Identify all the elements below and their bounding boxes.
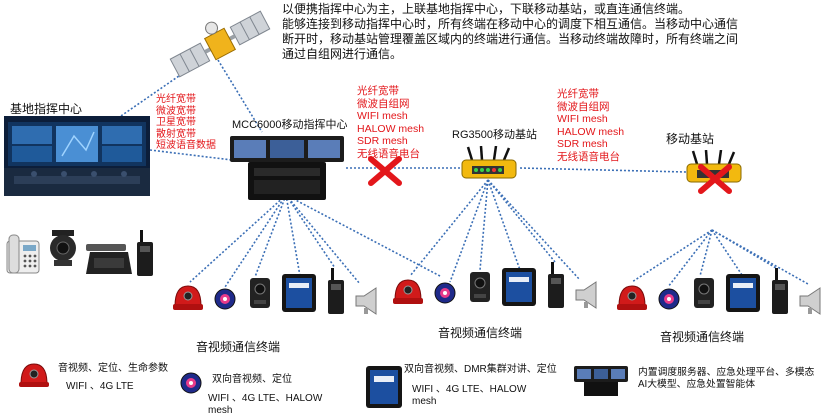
mcc-rg-label: HALOW mesh [357, 122, 425, 135]
mcc-terminal-line [285, 194, 441, 277]
rg-bs-label: 光纤宽带 [557, 88, 599, 100]
rg-label: RG3500移动基站 [452, 129, 537, 141]
uplink-label: 光纤宽带 [156, 94, 196, 105]
legend-helmet-title: 音视频、定位、生命参数 [58, 363, 168, 374]
body-camera-icon [250, 278, 270, 308]
rg-bs-label: WIFI mesh [557, 113, 608, 125]
satellite-icon [169, 10, 271, 78]
mcc-terminal-line [285, 194, 361, 285]
loudspeaker-icon [799, 287, 821, 315]
legend-server-desc: 内置调度服务器、应急处理平台、多模态AI大模型、应急处置智能体 [638, 367, 815, 390]
uplink-label: 微波宽带 [156, 105, 196, 117]
rg-bs-label: 微波自组网 [557, 100, 610, 113]
legend-dual-net: WIFI 、4G LTE、HALOW mesh [208, 393, 323, 416]
mcc-terminal-line [285, 194, 301, 277]
description-block: 以便携指挥中心为主，上联基地指挥中心，下联移动基站，或直连通信终端。 能够连接到… [282, 2, 827, 62]
command-center-image [4, 116, 150, 196]
rg-terminal-line [487, 179, 521, 271]
body-camera-icon [470, 272, 490, 302]
bs-terminal-line [711, 229, 743, 276]
mcc-terminal-line [285, 194, 336, 269]
rg-bs-label: SDR mesh [557, 138, 608, 150]
dual-video-badge-icon [214, 288, 236, 310]
server-console-icon [574, 366, 628, 396]
loudspeaker-icon [575, 281, 597, 309]
rg3500-basestation-icon [461, 146, 517, 179]
mcc-rg-label: 无线语音电台 [357, 147, 420, 160]
handheld-radio-icon [548, 262, 564, 308]
rg-bs-labels: 光纤宽带 微波自组网 WIFI mesh HALOW mesh SDR mesh… [557, 88, 624, 163]
legend-dual-title: 双向音视频、定位 [212, 374, 292, 385]
bs-terminal-line [667, 229, 713, 288]
rg-terminal-line [449, 179, 489, 283]
uplink-label: 短波语音数据 [156, 140, 216, 151]
mcc-terminal-line [254, 194, 287, 278]
dual-video-badge-icon [180, 372, 202, 394]
description-line: 以便携指挥中心为主，上联基地指挥中心，下联移动基站，或直连通信终端。 [282, 2, 691, 16]
body-camera-icon [694, 278, 714, 308]
rg-bs-label: HALOW mesh [557, 125, 625, 138]
terminal-group-label: 音视频通信终端 [438, 326, 523, 340]
mobile-bs-label: 移动基站 [666, 132, 715, 146]
dmr-tablet-icon [366, 366, 402, 408]
dual-video-badge-icon [434, 282, 456, 304]
helmet-terminal-icon [393, 279, 423, 304]
mcc-rg-label: 微波自组网 [357, 97, 410, 110]
dmr-tablet-icon [502, 268, 536, 306]
mcc-rg-label: SDR mesh [357, 135, 408, 147]
dmr-tablet-icon [282, 274, 316, 312]
dmr-tablet-icon [726, 274, 760, 312]
link-broken-cross-icon [368, 156, 402, 186]
rg-terminal-line [479, 179, 489, 271]
description-line: 通过自组网进行通信。 [282, 47, 403, 61]
desk-phone-icon [6, 234, 40, 274]
mcc-terminal-line [189, 194, 287, 283]
handheld-radio-icon [772, 268, 788, 314]
base-center-label: 基地指挥中心 [10, 102, 83, 116]
desk-dock-icon [86, 244, 132, 274]
mcc-rg-labels: 光纤宽带 微波自组网 WIFI mesh HALOW mesh SDR mesh… [357, 85, 424, 160]
ptz-camera-icon [50, 230, 76, 266]
handheld-radio-icon [328, 268, 344, 314]
mcc-label: MCC6000移动指挥中心 [232, 119, 348, 131]
legend-dmr-title: 双向音视频、DMR集群对讲、定位 [404, 364, 557, 375]
rg-bs-label: 无线语音电台 [557, 150, 620, 163]
uplink-label: 卫星宽带 [156, 117, 196, 128]
uplink-label: 散射宽带 [156, 128, 196, 140]
description-line: 能够连接到移动指挥中心时，所有终端在移动中心的调度下相互通信。当移动中心通信 [282, 17, 739, 31]
loudspeaker-icon [355, 287, 377, 315]
rg-terminal-line [409, 179, 489, 277]
mcc6000-device [230, 136, 344, 200]
helmet-terminal-icon [173, 285, 203, 310]
legend-dmr-net: WIFI 、4G LTE、HALOW mesh [412, 384, 527, 407]
basestation-fault-cross-icon [698, 164, 732, 194]
rg-bs-line [519, 167, 687, 173]
helmet-terminal-icon [19, 363, 49, 387]
rg-terminal-line [487, 179, 581, 281]
handheld-radio-icon [137, 230, 153, 276]
uplink-labels: 光纤宽带 微波宽带 卫星宽带 散射宽带 短波语音数据 [156, 94, 216, 152]
dual-video-badge-icon [658, 288, 680, 310]
terminal-group-label: 音视频通信终端 [660, 330, 745, 344]
mcc-rg-label: 光纤宽带 [357, 85, 399, 97]
rg-terminal-line [487, 179, 556, 263]
description-line: 断开时，移动基站管理覆盖区域内的终端进行通信。当移动终端故障时，所有终端之间 [282, 32, 739, 46]
mcc-rg-label: WIFI mesh [357, 110, 408, 122]
base-mcc-line [149, 149, 233, 161]
bs-terminal-line [711, 229, 777, 269]
terminal-group-label: 音视频通信终端 [196, 340, 281, 354]
helmet-terminal-icon [617, 285, 647, 310]
legend-helmet-net: WIFI 、4G LTE [66, 381, 134, 392]
